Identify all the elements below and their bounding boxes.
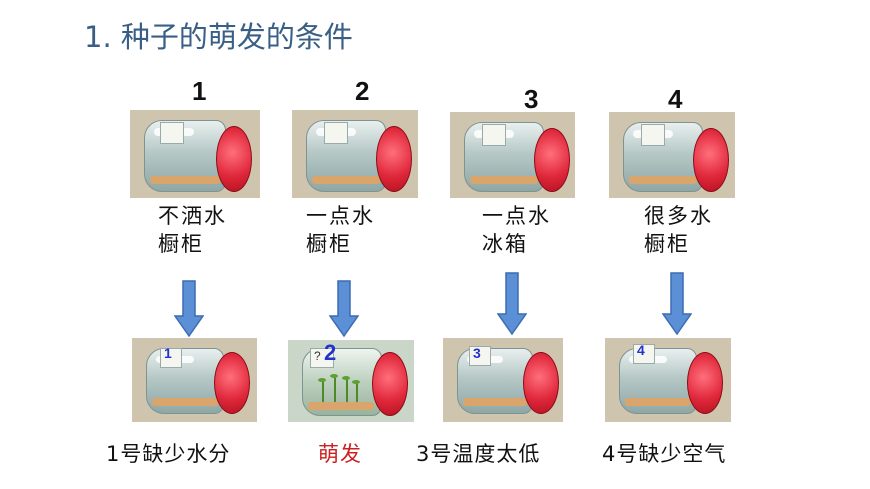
caption-location: 橱柜 [644, 232, 690, 256]
jar-number-1: 1 [192, 76, 207, 106]
result-text-4: 4号缺少空气 [602, 442, 727, 466]
jar-image-2 [292, 110, 418, 198]
result-jar-image-2: ? 2 [288, 340, 414, 422]
jar-label: 3 [473, 345, 481, 361]
jar-label: 4 [637, 342, 645, 358]
jar-caption-1: 不洒水 橱柜 [158, 202, 227, 258]
tag-question-mark: ? [314, 349, 321, 363]
jar-caption-2: 一点水 橱柜 [306, 202, 375, 258]
caption-condition: 不洒水 [158, 204, 227, 228]
result-text-2: 萌发 [318, 442, 362, 466]
jar-label: 2 [324, 340, 337, 365]
down-arrow-icon [174, 280, 204, 338]
caption-location: 橱柜 [158, 232, 204, 256]
down-arrow-icon [329, 280, 359, 338]
page-title: 1. 种子的萌发的条件 [84, 20, 353, 54]
jar-image-4 [609, 112, 735, 198]
caption-location: 冰箱 [482, 232, 528, 256]
result-jar-image-4: 4 [605, 338, 731, 422]
caption-condition: 一点水 [482, 204, 551, 228]
result-text-1: 1号缺少水分 [106, 442, 231, 466]
jar-number-2: 2 [355, 76, 370, 106]
result-jar-image-1: 1 [132, 338, 257, 422]
down-arrow-icon [662, 272, 692, 336]
down-arrow-icon [497, 272, 527, 336]
result-jar-image-3: 3 [443, 338, 563, 422]
jar-image-3 [450, 112, 575, 198]
jar-label: 1 [164, 345, 172, 361]
jar-caption-3: 一点水 冰箱 [482, 202, 551, 258]
jar-number-4: 4 [668, 84, 683, 114]
jar-number-3: 3 [524, 84, 539, 114]
caption-location: 橱柜 [306, 232, 352, 256]
caption-condition: 一点水 [306, 204, 375, 228]
result-text-3: 3号温度太低 [416, 442, 541, 466]
caption-condition: 很多水 [644, 204, 713, 228]
jar-caption-4: 很多水 橱柜 [644, 202, 713, 258]
jar-image-1 [130, 110, 260, 198]
